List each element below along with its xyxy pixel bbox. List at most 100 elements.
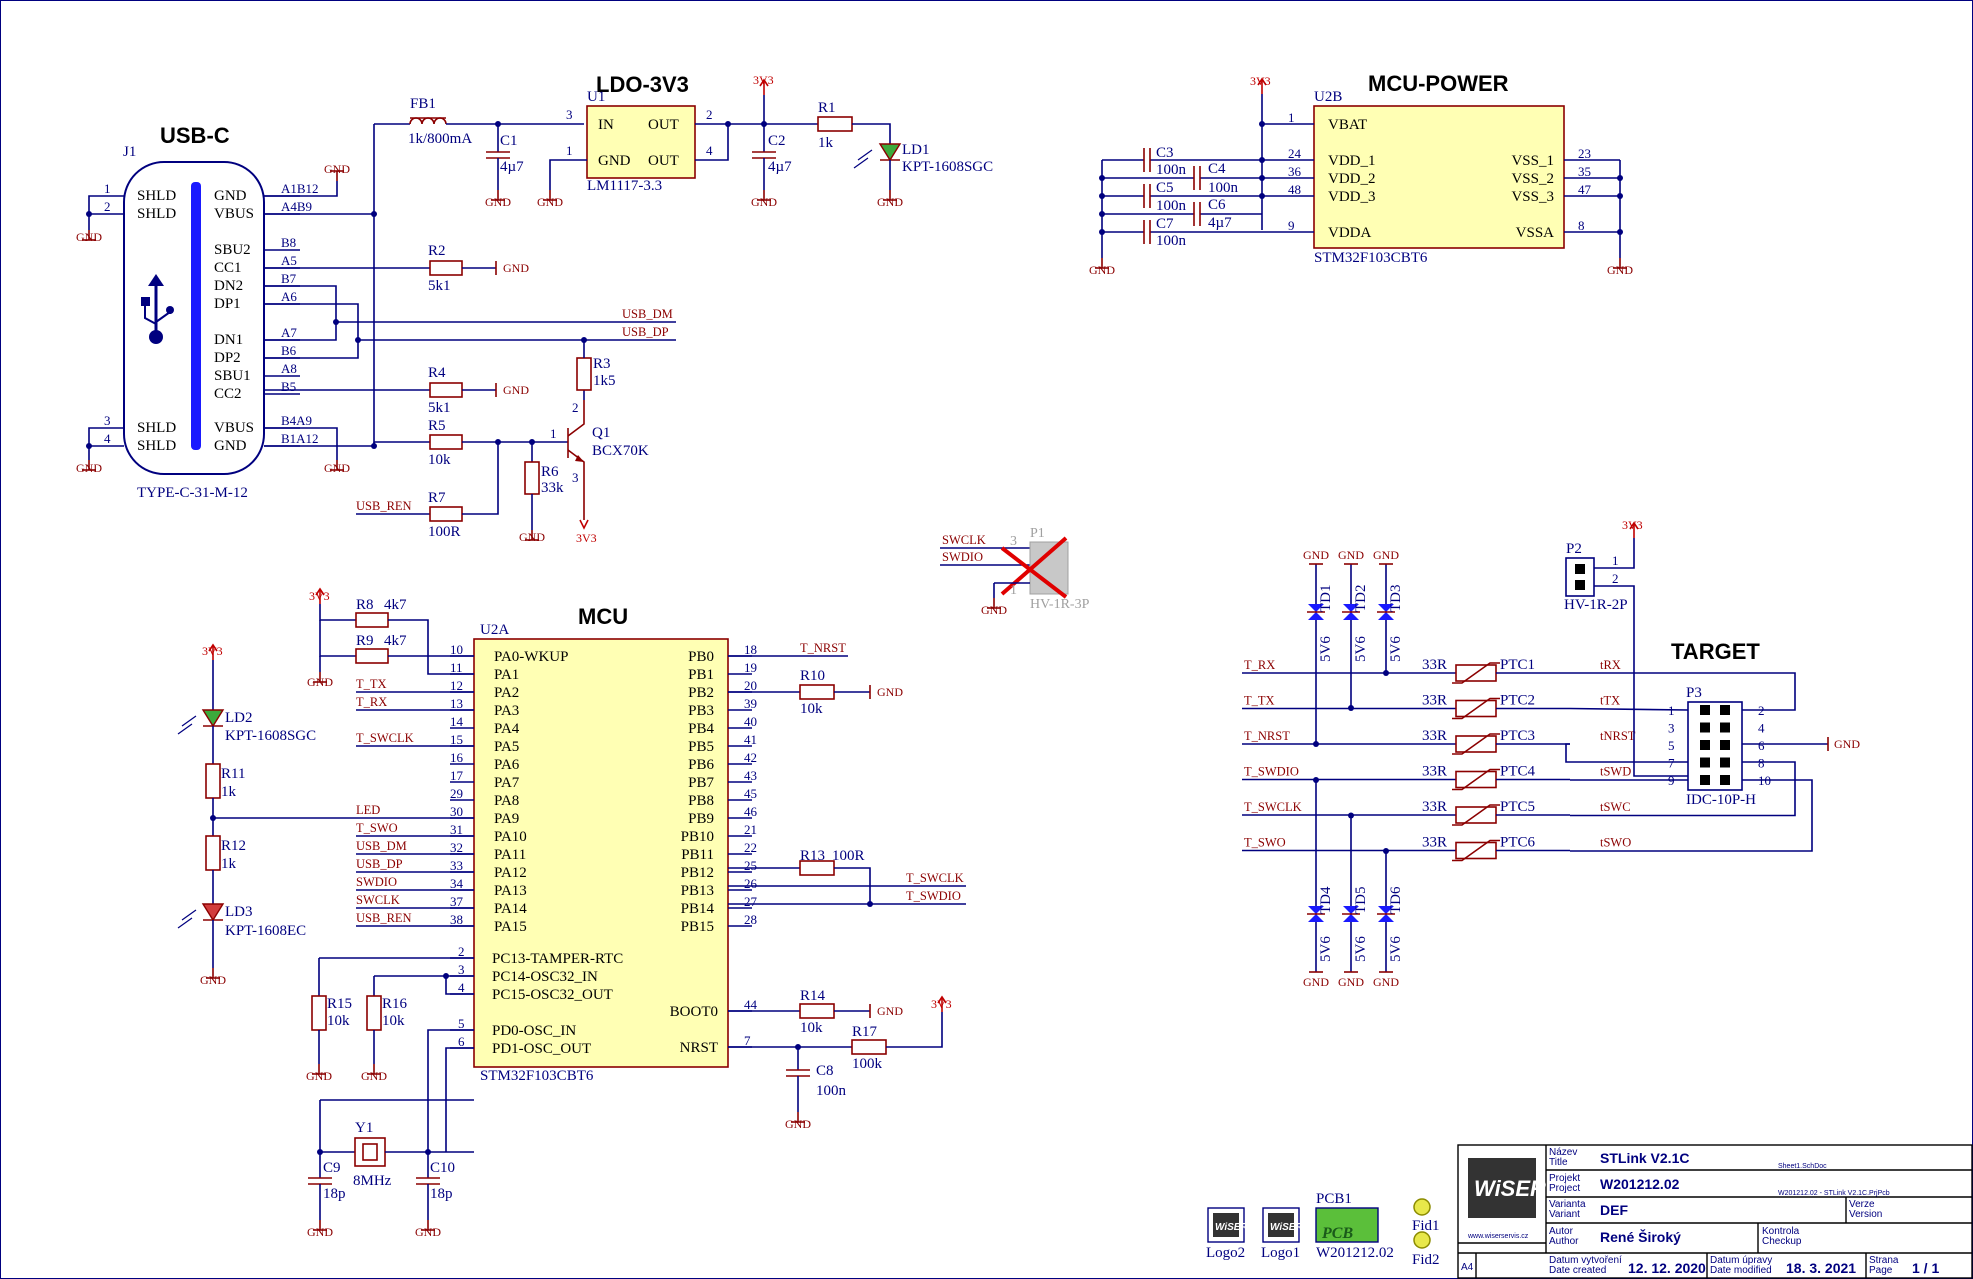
gnd-label: GND <box>877 1004 903 1018</box>
y1-designator: Y1 <box>355 1120 373 1136</box>
gnd-label: GND <box>485 195 511 209</box>
tb-label: Varianta <box>1549 1199 1586 1210</box>
gnd-label: GND <box>307 1225 333 1239</box>
u2a-pin-label: PA5 <box>494 739 519 755</box>
tvs-designator: TD3 <box>1388 585 1404 613</box>
tb-label: Title <box>1549 1157 1568 1168</box>
p2-value: HV-1R-2P <box>1564 597 1628 613</box>
v33-label: 3V3 <box>753 73 774 87</box>
tvs-diode-icon <box>1308 604 1324 612</box>
u2a-pin-number: 3 <box>458 962 465 977</box>
j1-pin-label: CC2 <box>214 386 242 402</box>
usb-wiring: GND GND GND R2 5k1 USB_DM USB_DP GND R4 … <box>264 124 676 545</box>
u2a-pin-label: PA8 <box>494 793 519 809</box>
v33-label: 3V3 <box>202 644 223 658</box>
u2a-pin-label: PB3 <box>688 703 714 719</box>
tb-author: René Široký <box>1600 1228 1681 1245</box>
mcu-power-circuit: 3V3 GND C3 100n C4 100n C5 100n C6 <box>1089 74 1633 277</box>
p2-pin: 2 <box>1612 571 1619 586</box>
gnd-label: GND <box>503 261 529 275</box>
ld3-value: KPT-1608EC <box>225 923 306 939</box>
gnd-label: GND <box>307 675 333 689</box>
tb-label: Author <box>1549 1236 1579 1247</box>
tb-label: Datum vytvoření <box>1549 1255 1622 1266</box>
target-net-label: T_NRST <box>1244 729 1290 743</box>
section-title-ldo: LDO-3V3 <box>596 72 689 97</box>
r11-value: 1k <box>221 784 237 800</box>
p3-pin-number: 8 <box>1758 756 1765 771</box>
u2a-pin-number: 33 <box>450 858 463 873</box>
tvs-designator: TD6 <box>1388 886 1404 914</box>
u2a-pin-label: PA10 <box>494 829 527 845</box>
u2a-pin-label: PB0 <box>688 649 714 665</box>
series-resistor-value: 33R <box>1422 693 1447 709</box>
gnd-label: GND <box>200 973 226 987</box>
p3-pin-number: 10 <box>1758 773 1771 788</box>
j1-pin-label: GND <box>214 438 247 454</box>
u2a-pin-number: 2 <box>458 944 465 959</box>
u2a-pin-label: BOOT0 <box>670 1004 718 1020</box>
gnd-label: GND <box>324 461 350 475</box>
u2a-pin-number: 19 <box>744 660 757 675</box>
u1-pin-label: GND <box>598 153 631 169</box>
p1-designator: P1 <box>1030 526 1045 541</box>
u2a-pin-number: 14 <box>450 714 464 729</box>
logo1-mark: WiSER <box>1270 1222 1303 1233</box>
gnd-label: GND <box>76 230 102 244</box>
ld1-designator: LD1 <box>902 142 930 158</box>
ptc-designator: PTC6 <box>1500 835 1536 851</box>
u2a-pin-label: PB7 <box>688 775 714 791</box>
tb-label: Strana <box>1869 1255 1899 1266</box>
j1-pad-number: A6 <box>281 289 297 304</box>
series-resistor-value: 33R <box>1422 657 1447 673</box>
logo2-mark: WiSER <box>1215 1222 1248 1233</box>
c6-value: 4µ7 <box>1208 215 1232 231</box>
ptc-designator: PTC5 <box>1500 799 1535 815</box>
r6-value: 33k <box>541 480 564 496</box>
tb-variant: DEF <box>1600 1202 1628 1218</box>
tb-label: Checkup <box>1762 1236 1802 1247</box>
logo1-label: Logo1 <box>1261 1245 1300 1261</box>
j1-pin-label: DN2 <box>214 278 243 294</box>
r12-value: 1k <box>221 856 237 872</box>
u2a-pin-label: PA2 <box>494 685 519 701</box>
u2a-pin-label: PA3 <box>494 703 519 719</box>
target-net-out: tSWD <box>1600 765 1631 779</box>
u2b-pin-number: 48 <box>1288 182 1301 197</box>
net-usb-dm: USB_DM <box>356 839 407 853</box>
gnd-label: GND <box>877 685 903 699</box>
tvs-diode-icon <box>1343 906 1359 914</box>
target-net-out: tRX <box>1600 658 1621 672</box>
r8-value: 4k7 <box>384 597 407 613</box>
y1-crystal-icon <box>354 1137 386 1167</box>
u2b-body <box>1313 105 1565 249</box>
u2b-pin-label: VDD_1 <box>1328 153 1376 169</box>
series-resistor-value: 33R <box>1422 799 1447 815</box>
net-swclk: SWCLK <box>942 533 986 547</box>
ld1-value: KPT-1608SGC <box>902 159 993 175</box>
target-net-out: tSWO <box>1600 836 1631 850</box>
u2b-pin-number: 1 <box>1288 110 1295 125</box>
u2a-pin-number: 26 <box>744 876 758 891</box>
u2a-pin-label: PB12 <box>681 865 714 881</box>
u2a-pin-number: 46 <box>744 804 758 819</box>
u1-pin-number: 4 <box>706 143 713 158</box>
p3-body <box>1687 701 1743 791</box>
u2a-pin-number: 44 <box>744 997 758 1012</box>
p3-pin-number: 2 <box>1758 703 1765 718</box>
u2a-pin-label: PA0-WKUP <box>494 649 568 665</box>
net-t-rx: T_RX <box>356 695 387 709</box>
u2a-pin-number: 12 <box>450 678 463 693</box>
p2-pin: 1 <box>1612 553 1619 568</box>
u2a-pin-number: 22 <box>744 840 757 855</box>
c5-designator: C5 <box>1156 180 1174 196</box>
c8-designator: C8 <box>816 1063 834 1079</box>
r5-designator: R5 <box>428 418 446 434</box>
p3-pin-number: 1 <box>1668 703 1675 718</box>
gnd-label: GND <box>785 1117 811 1131</box>
u2a-pin-number: 4 <box>458 980 465 995</box>
j1-pin-number: 1 <box>104 181 111 196</box>
j1-pin-label: CC1 <box>214 260 242 276</box>
net-swdio: SWDIO <box>356 875 397 889</box>
